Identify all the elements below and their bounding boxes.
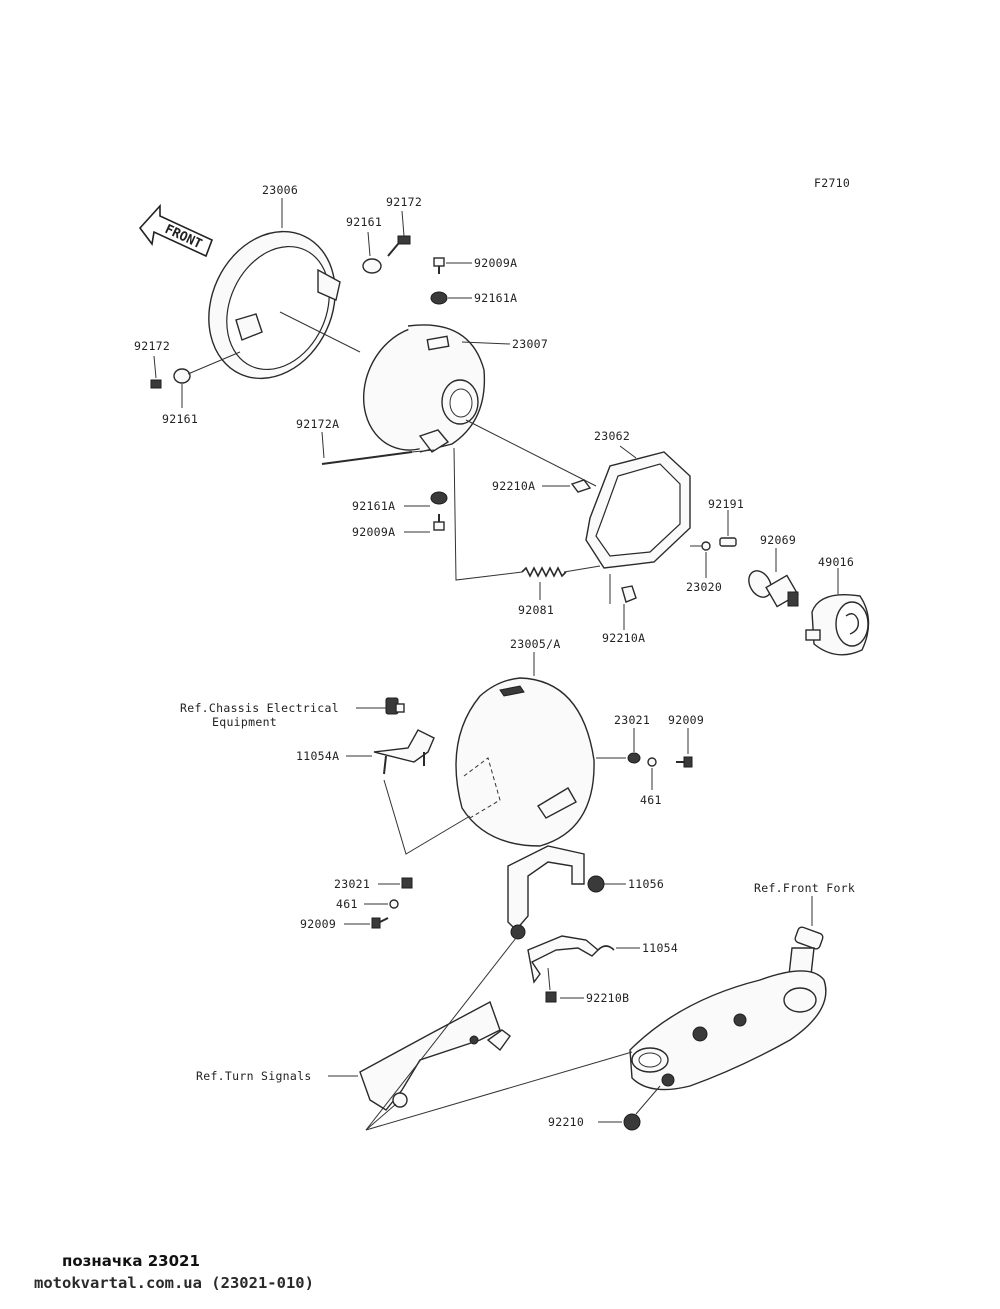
label-92081: 92081 [518, 603, 554, 617]
bracket-11054A [373, 729, 435, 775]
turn-signal-bracket [359, 1001, 511, 1111]
washer-461-left [389, 899, 399, 909]
grommet-92161-top [362, 258, 382, 274]
clamp-11054 [527, 935, 615, 984]
label-23021-right: 23021 [614, 713, 650, 727]
label-11054A: 11054A [296, 749, 339, 763]
label-461-right: 461 [640, 793, 662, 807]
headlight-housing-23007 [362, 324, 597, 487]
headlight-rim-23006 [208, 230, 361, 380]
label-92009-left: 92009 [300, 917, 336, 931]
front-fork-triple-clamp [629, 926, 827, 1091]
ref-chassis-electrical-line2: Equipment [212, 715, 277, 729]
label-23007: 23007 [512, 337, 548, 351]
clip-92210A-lower [621, 585, 637, 603]
pin-92191 [719, 537, 737, 547]
label-49016: 49016 [818, 555, 854, 569]
label-92161-top: 92161 [346, 215, 382, 229]
ref-turn-signals: Ref.Turn Signals [196, 1069, 312, 1083]
bolt-92009A-bottom [433, 514, 445, 531]
label-23062: 23062 [594, 429, 630, 443]
label-92191: 92191 [708, 497, 744, 511]
screw-92172-top [387, 235, 411, 257]
grommet-92161A-bottom [430, 491, 448, 505]
headlight-shell-23005A [455, 677, 595, 847]
label-92210B: 92210B [586, 991, 629, 1005]
label-23021-left: 23021 [334, 877, 370, 891]
nut-23020 [701, 541, 711, 551]
ref-front-fork: Ref.Front Fork [754, 881, 855, 895]
grommet-23021-right [627, 752, 641, 764]
label-92172-left: 92172 [134, 339, 170, 353]
grommet-92161-left [173, 368, 191, 384]
washer-461-right [647, 757, 657, 767]
bulb-92069 [748, 570, 799, 608]
footer-source-link[interactable]: motokvartal.com.ua (23021-010) [34, 1274, 314, 1292]
label-92161-left: 92161 [162, 412, 198, 426]
bracket-11056 [507, 845, 605, 940]
label-23005A: 23005/A [510, 637, 561, 651]
nut-92210B [545, 991, 557, 1003]
nut-92210 [623, 1113, 641, 1131]
label-11054: 11054 [642, 941, 678, 955]
label-92009-right: 92009 [668, 713, 704, 727]
label-92172-top: 92172 [386, 195, 422, 209]
footer-caption: позначка 23021 [62, 1252, 200, 1270]
label-92210: 92210 [548, 1115, 584, 1129]
bolt-92009-left [371, 917, 389, 929]
front-arrow-icon: FRONT [138, 203, 214, 258]
label-23020: 23020 [686, 580, 722, 594]
screw-92172-left [150, 379, 162, 389]
label-92009A-bottom: 92009A [352, 525, 395, 539]
bolt-92172A [321, 451, 413, 465]
ref-chassis-electrical-line1: Ref.Chassis Electrical [180, 701, 339, 715]
bolt-92009-right [676, 756, 693, 768]
cover-49016 [805, 594, 870, 656]
label-23006: 23006 [262, 183, 298, 197]
spring-92081 [521, 566, 567, 578]
label-92210A-upper: 92210A [492, 479, 535, 493]
label-92210A-lower: 92210A [602, 631, 645, 645]
label-92009A-top: 92009A [474, 256, 517, 270]
headlight-frame-23062 [585, 445, 691, 569]
label-461-left: 461 [336, 897, 358, 911]
label-92161A-bottom: 92161A [352, 499, 395, 513]
grommet-92161A-top [430, 291, 448, 305]
grommet-23021-left [401, 877, 413, 889]
clip-92210A-upper [570, 479, 592, 493]
connector-ref-chassis [385, 697, 405, 715]
figure-code: F2710 [814, 176, 850, 190]
label-92069: 92069 [760, 533, 796, 547]
label-92161A-top: 92161A [474, 291, 517, 305]
bolt-92009A-top [433, 257, 445, 274]
label-92172A: 92172A [296, 417, 339, 431]
label-11056: 11056 [628, 877, 664, 891]
